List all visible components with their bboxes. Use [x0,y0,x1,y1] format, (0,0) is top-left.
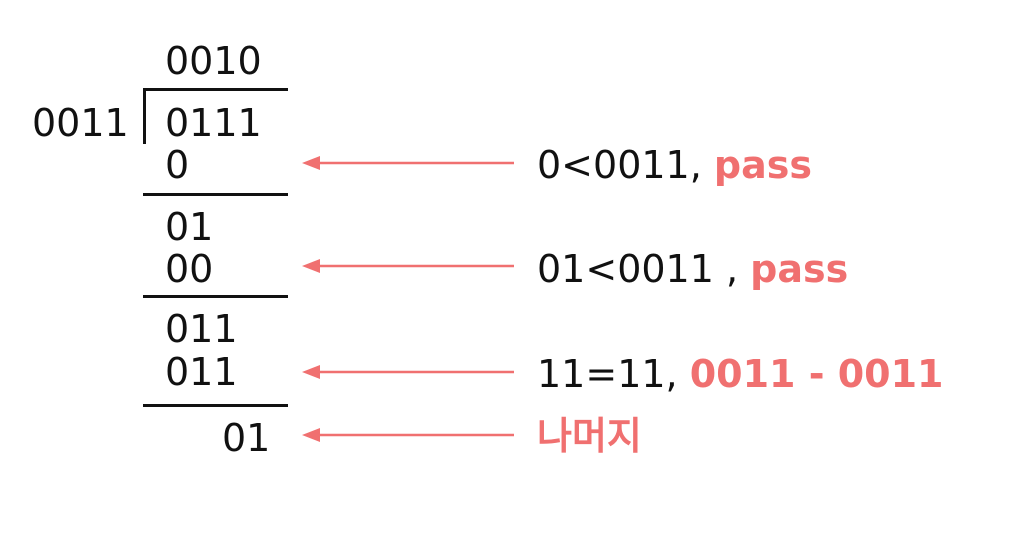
note-3-text: 11=11, [537,352,678,396]
note-2-highlight: pass [750,247,849,291]
note-4-highlight: 나머지 [537,414,642,458]
step-3-bar [143,404,288,407]
note-2-text: 01<0011 , [537,247,739,291]
arrow-left-icon [302,365,514,379]
step-1-bar [143,193,288,196]
arrow-left-icon [302,156,514,170]
step-2-bar [143,295,288,298]
step-2-subtrahend: 00 [165,247,214,291]
divisor: 0011 [32,101,129,145]
step-1-result: 01 [165,205,214,249]
note-4: 나머지 [537,417,642,455]
note-3-highlight: 0011 - 0011 [689,352,944,396]
step-2-result: 011 [165,307,238,351]
quotient-bar [143,88,288,91]
division-bracket [143,88,146,144]
arrow-left-icon [302,428,514,442]
note-1-text: 0<0011, [537,143,702,187]
step-1-subtrahend: 0 [165,143,190,187]
quotient: 0010 [165,39,262,83]
remainder: 01 [222,416,271,460]
step-3-subtrahend: 011 [165,350,238,394]
dividend: 0111 [165,101,262,145]
arrow-left-icon [302,259,514,273]
note-2: 01<0011 , pass [537,250,848,288]
note-1-highlight: pass [713,143,812,187]
note-3: 11=11, 0011 - 0011 [537,355,944,393]
note-1: 0<0011, pass [537,146,812,184]
